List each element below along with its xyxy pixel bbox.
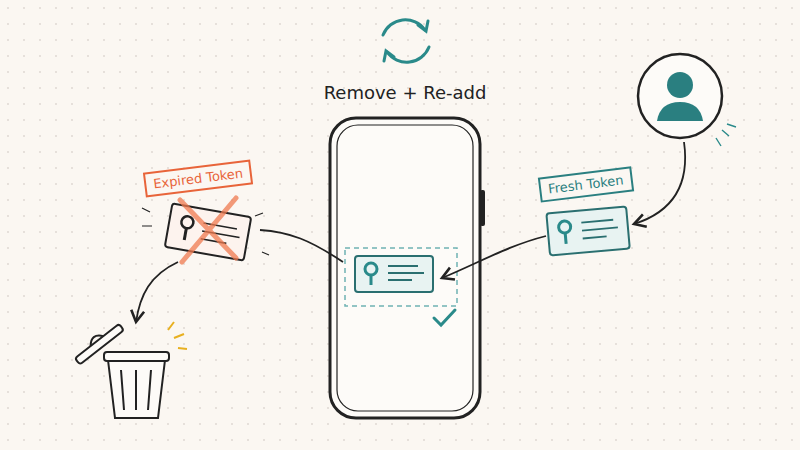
emphasis-ticks — [142, 208, 269, 255]
installed-token-card — [345, 248, 457, 325]
issue-arrow — [634, 142, 685, 224]
discard-arrow — [136, 262, 178, 322]
install-arrow — [442, 236, 546, 278]
removal-line — [260, 230, 343, 262]
cross-mark — [180, 198, 236, 262]
trash-can — [72, 320, 187, 418]
refresh-icon — [383, 20, 429, 62]
diagram-title: Remove + Re-add — [324, 82, 487, 103]
user-icon — [638, 54, 736, 146]
fresh-token-card — [546, 207, 629, 256]
flow-lines — [136, 142, 685, 322]
phone — [330, 118, 485, 418]
